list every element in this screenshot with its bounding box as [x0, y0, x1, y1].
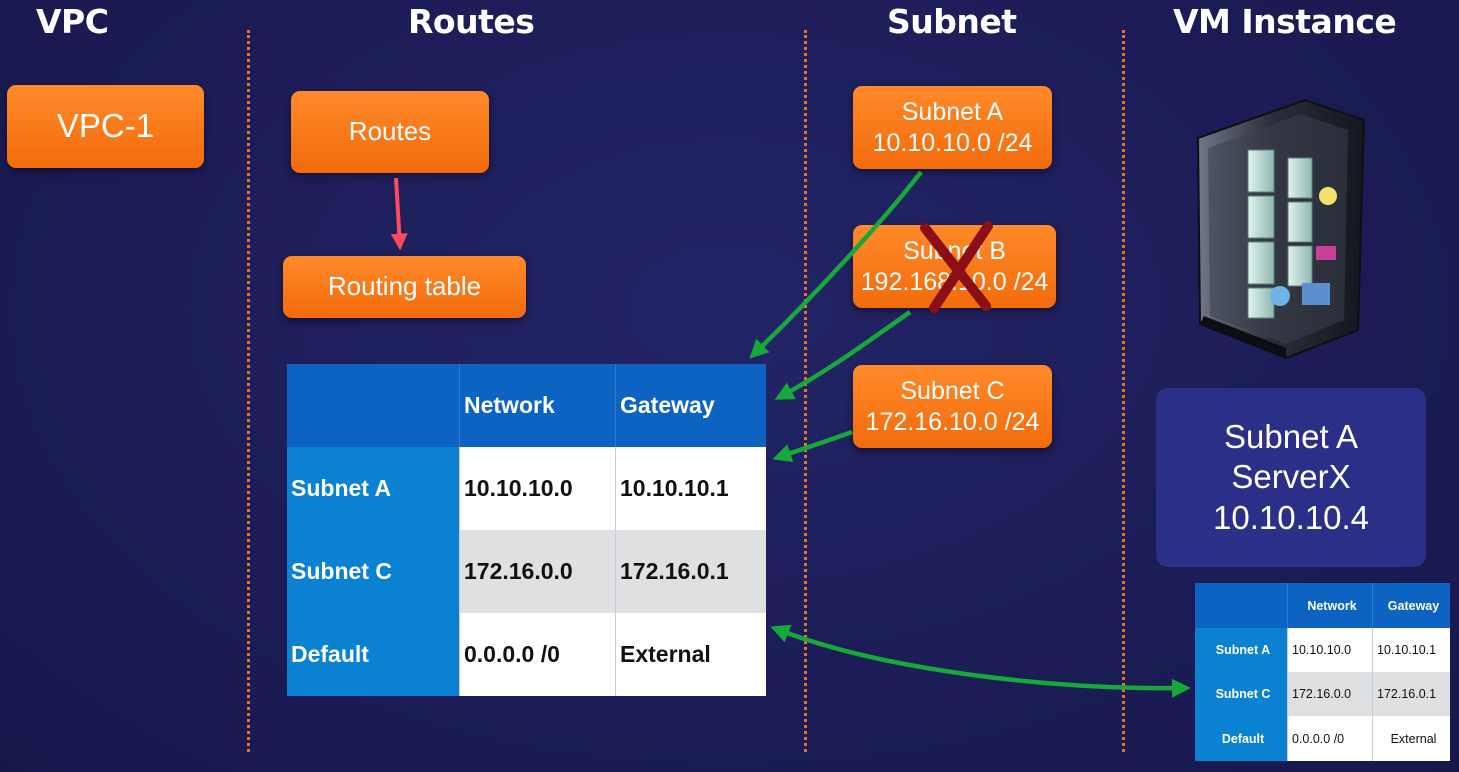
table-header-network: Network [1287, 583, 1373, 628]
subnet-c-box: Subnet C 172.16.10.0 /24 [853, 365, 1052, 448]
green-double-arrow-icon [770, 624, 1191, 698]
column-title-routes: Routes [408, 2, 535, 41]
subnet-cidr: 172.16.10.0 /24 [865, 407, 1040, 436]
routing-table: Network Gateway Subnet A 10.10.10.0 10.1… [287, 364, 766, 696]
row-label: Default [287, 613, 460, 696]
subnet-name: Subnet A [901, 98, 1004, 126]
gateway-cell: 10.10.10.1 [1372, 628, 1450, 672]
table-row: Subnet C 172.16.0.0 172.16.0.1 [1195, 672, 1450, 716]
row-label: Subnet A [1195, 628, 1288, 672]
subnet-cidr: 10.10.10.0 /24 [872, 128, 1033, 157]
network-cell: 10.10.10.0 [459, 447, 616, 530]
vm-ip: 10.10.10.4 [1213, 498, 1369, 536]
routes-box: Routes [291, 91, 489, 173]
table-header-row: Network Gateway [287, 364, 766, 447]
table-row: Default 0.0.0.0 /0 External [1195, 716, 1450, 761]
network-cell: 0.0.0.0 /0 [459, 613, 616, 696]
row-label: Default [1195, 716, 1288, 761]
red-arrow-icon [390, 177, 408, 251]
vpc-box: VPC-1 [7, 85, 204, 168]
divider-line [1122, 30, 1125, 752]
network-cell: 172.16.0.0 [459, 530, 616, 613]
vm-instance-card: Subnet A ServerX 10.10.10.4 [1156, 388, 1426, 567]
network-cell: 0.0.0.0 /0 [1287, 716, 1373, 761]
table-header-corner [1195, 583, 1288, 628]
subnet-name: Subnet C [900, 377, 1005, 405]
column-title-subnet: Subnet [887, 2, 1017, 41]
table-header-gateway: Gateway [615, 364, 766, 447]
vm-server-name: ServerX [1231, 458, 1351, 496]
gateway-cell: External [1372, 716, 1450, 761]
table-header-gateway: Gateway [1372, 583, 1450, 628]
divider-line [804, 30, 807, 752]
gateway-cell: 10.10.10.1 [615, 447, 766, 530]
server-tower-icon [1196, 98, 1366, 360]
vm-subnet: Subnet A [1224, 418, 1358, 456]
network-cell: 172.16.0.0 [1287, 672, 1373, 716]
table-row: Subnet C 172.16.0.0 172.16.0.1 [287, 530, 766, 613]
vpc-label: VPC-1 [56, 107, 155, 145]
table-row: Default 0.0.0.0 /0 External [287, 613, 766, 696]
column-title-vm-instance: VM Instance [1173, 2, 1397, 41]
row-label: Subnet C [1195, 672, 1288, 716]
table-header-corner [287, 364, 460, 447]
green-arrow-icon [749, 170, 923, 359]
network-cell: 10.10.10.0 [1287, 628, 1373, 672]
table-header-row: Network Gateway [1195, 583, 1450, 628]
table-row: Subnet A 10.10.10.0 10.10.10.1 [1195, 628, 1450, 672]
gateway-cell: External [615, 613, 766, 696]
row-label: Subnet A [287, 447, 460, 530]
divider-line [247, 30, 250, 752]
row-label: Subnet C [287, 530, 460, 613]
subnet-a-box: Subnet A 10.10.10.0 /24 [853, 86, 1052, 169]
table-header-network: Network [459, 364, 616, 447]
routes-box-label: Routes [348, 116, 432, 147]
column-title-vpc: VPC [36, 2, 109, 41]
vm-routing-table: Network Gateway Subnet A 10.10.10.0 10.1… [1195, 583, 1450, 761]
routing-table-box: Routing table [283, 256, 526, 318]
green-arrow-icon [774, 310, 912, 400]
gateway-cell: 172.16.0.1 [615, 530, 766, 613]
gateway-cell: 172.16.0.1 [1372, 672, 1450, 716]
green-arrow-icon [772, 429, 853, 463]
table-row: Subnet A 10.10.10.0 10.10.10.1 [287, 447, 766, 530]
red-x-icon [920, 221, 993, 313]
routing-table-label: Routing table [327, 271, 482, 302]
